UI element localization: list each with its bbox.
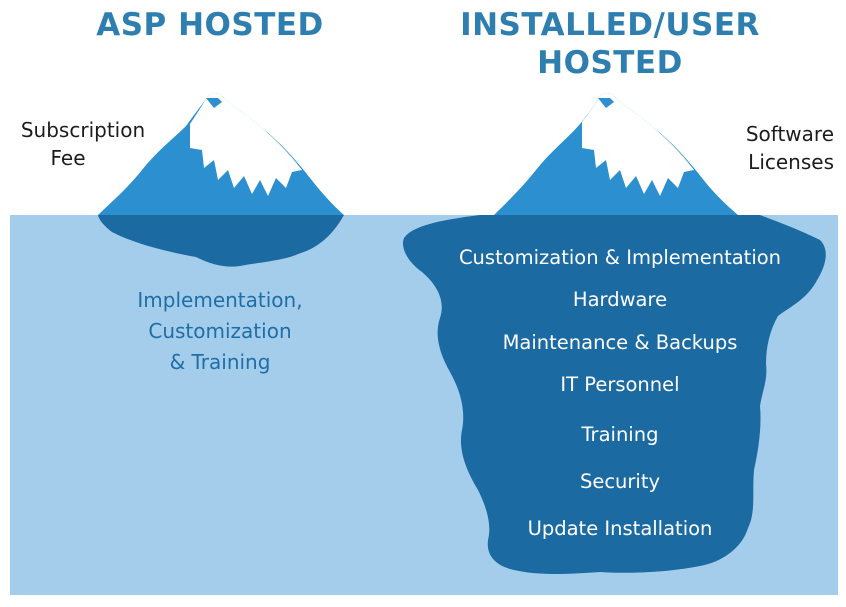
installed-hosted-heading: INSTALLED/USER HOSTED: [430, 6, 790, 82]
installed-above-water-label: Software Licenses: [718, 120, 846, 176]
asp-iceberg-underwater: [98, 215, 344, 267]
asp-hidden-cost-3: & Training: [169, 350, 271, 374]
installed-cost-customization: Customization & Implementation: [458, 246, 782, 269]
software-line: Software: [745, 122, 834, 146]
fee-line: Fee: [50, 146, 86, 170]
licenses-line: Licenses: [748, 150, 834, 174]
installed-cost-update-installation: Update Installation: [527, 517, 713, 540]
asp-hidden-cost-1: Implementation,: [137, 288, 303, 312]
installed-cost-security: Security: [579, 470, 661, 493]
installed-cost-training: Training: [581, 423, 659, 446]
subscription-line: Subscription: [20, 118, 146, 142]
installed-heading-line2: HOSTED: [537, 45, 683, 81]
asp-hidden-cost-2: Customization: [148, 319, 292, 343]
asp-hidden-costs: Implementation, Customization & Training: [110, 285, 330, 378]
installed-iceberg-underwater: [402, 215, 826, 574]
asp-above-water-label: Subscription Fee: [8, 116, 158, 172]
installed-heading-line1: INSTALLED/USER: [460, 7, 760, 43]
asp-hosted-heading: ASP HOSTED: [96, 7, 324, 43]
installed-cost-maintenance: Maintenance & Backups: [502, 331, 738, 354]
installed-cost-hardware: Hardware: [572, 288, 668, 311]
asp-iceberg-tip: [98, 93, 344, 215]
installed-cost-it-personnel: IT Personnel: [560, 373, 680, 396]
installed-iceberg-tip: [494, 93, 738, 215]
